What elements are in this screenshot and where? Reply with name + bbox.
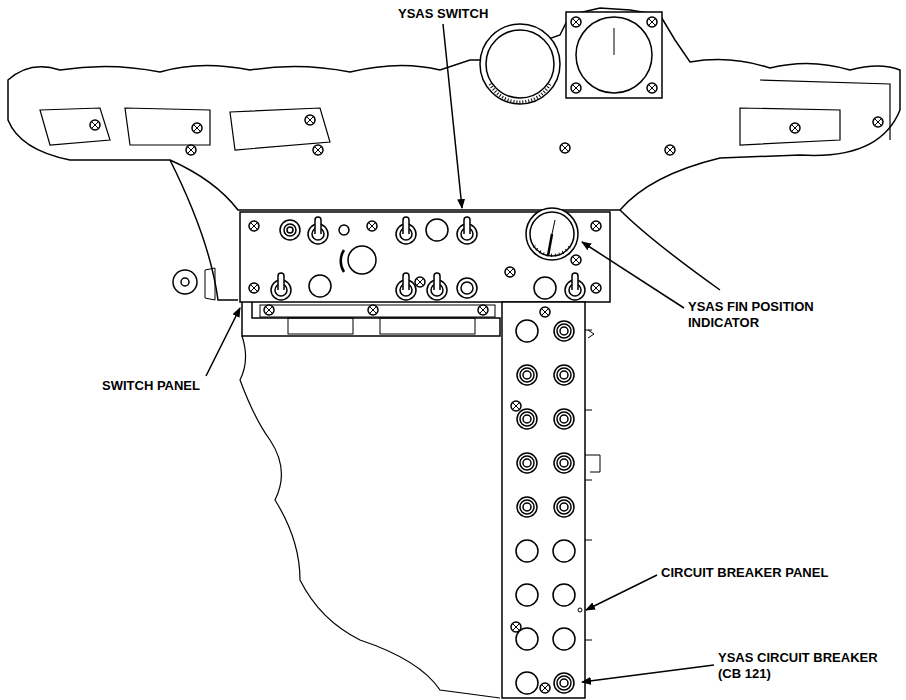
callout-label: SWITCH PANEL (102, 378, 232, 394)
callout-label: YSAS CIRCUIT BREAKER (CB 121) (718, 650, 900, 682)
callout-label: CIRCUIT BREAKER PANEL (661, 565, 861, 581)
callout-label: YSAS FIN POSITION INDICATOR (688, 299, 848, 331)
callout-label: YSAS SWITCH (398, 6, 518, 22)
